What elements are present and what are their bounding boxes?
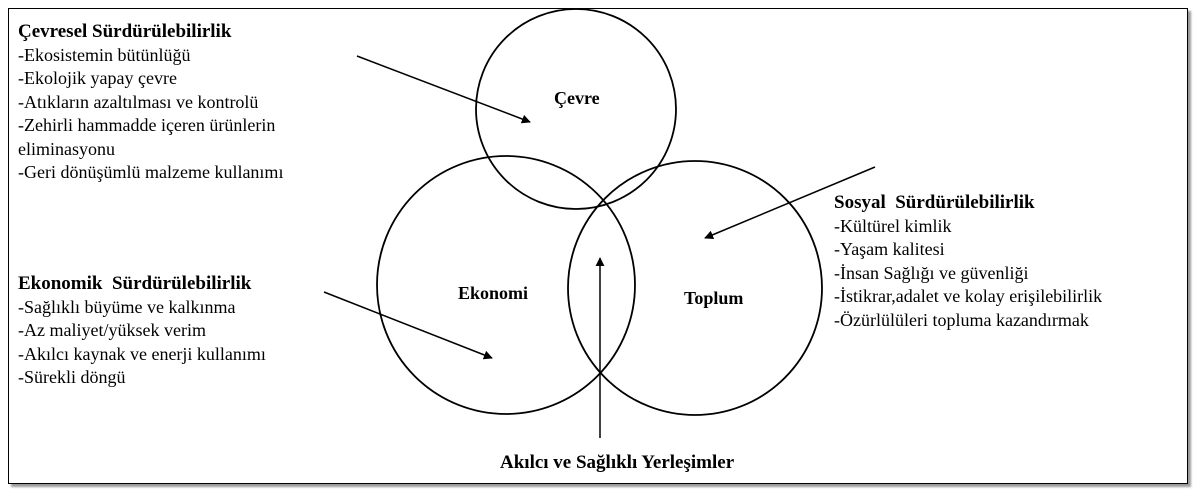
circle-label-cevre: Çevre [554, 88, 600, 108]
sosyal-item: -İstikrar,adalet ve kolay erişilebilirli… [834, 286, 1103, 306]
cevresel-block: Çevresel Sürdürülebilirlik -Ekosistemin … [18, 20, 283, 185]
sosyal-item: -İnsan Sağlığı ve güvenliği [834, 262, 1029, 283]
circle-toplum [567, 160, 823, 416]
sosyal-item: -Özürlülüleri topluma kazandırmak [834, 309, 1089, 330]
sosyal-block: Sosyal Sürdürülebilirlik -Kültürel kimli… [834, 191, 1102, 332]
circle-ekonomi [376, 155, 636, 415]
arrow-ekonomik [323, 291, 493, 360]
ekonomik-block: Ekonomik Sürdürülebilirlik -Sağlıklı büy… [18, 272, 266, 390]
ekonomik-item: -Az maliyet/yüksek verim [18, 320, 206, 340]
cevresel-item: -Ekosistemin bütünlüğü [18, 44, 191, 65]
cevresel-item: eliminasyonu [18, 138, 115, 159]
diagram-frame [8, 8, 1188, 484]
circle-label-toplum: Toplum [684, 288, 744, 308]
cevresel-item: -Zehirli hammadde içeren ürünlerin [18, 115, 276, 135]
ekonomik-item: -Sürekli döngü [18, 367, 126, 387]
cevresel-item: -Atıkların azaltılması ve kontrolü [18, 91, 259, 112]
sosyal-item: -Kültürel kimlik [834, 215, 952, 236]
arrow-sosyal [704, 166, 876, 240]
ekonomik-heading: Ekonomik Sürdürülebilirlik [18, 273, 252, 294]
cevresel-item: -Ekolojik yapay çevre [18, 68, 177, 88]
sosyal-item: -Yaşam kalitesi [834, 239, 945, 259]
ekonomik-item: -Sağlıklı büyüme ve kalkınma [18, 296, 236, 317]
ekonomik-item: -Akılcı kaynak ve enerji kullanımı [18, 343, 266, 364]
circle-cevre [475, 8, 677, 210]
bottom-label: Akılcı ve Sağlıklı Yerleşimler [500, 452, 735, 473]
sosyal-heading: Sosyal Sürdürülebilirlik [834, 192, 1035, 213]
cevresel-heading: Çevresel Sürdürülebilirlik [18, 21, 232, 42]
cevresel-item: -Geri dönüşümlü malzeme kullanımı [18, 162, 284, 182]
circle-label-ekonomi: Ekonomi [458, 283, 529, 303]
arrow-cevresel [356, 55, 531, 124]
